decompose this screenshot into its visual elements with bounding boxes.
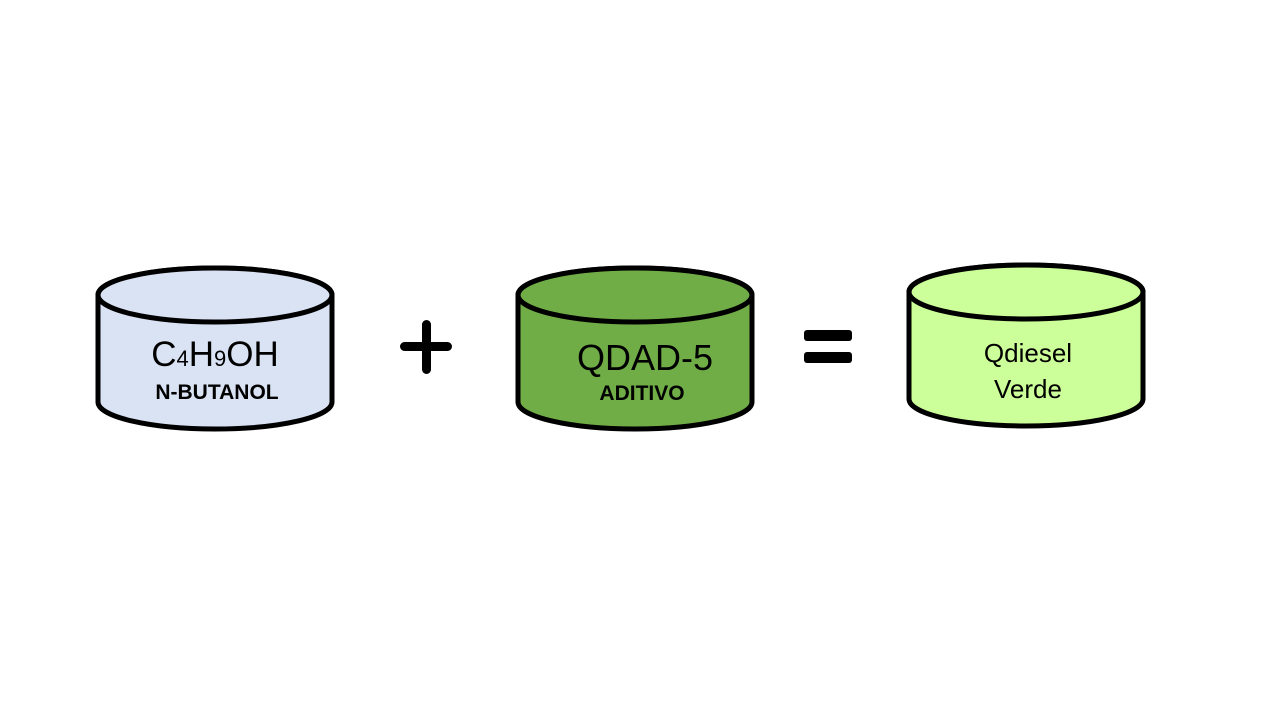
butanol-formula: C4H9OH (151, 335, 279, 374)
butanol-cylinder-shape (95, 265, 335, 432)
result-cylinder: Qdiesel Verde (906, 262, 1146, 430)
result-cylinder-top (906, 262, 1146, 322)
additive-cylinder-shape (515, 265, 755, 432)
butanol-cylinder-top (95, 265, 335, 325)
butanol-name: N-BUTANOL (155, 381, 279, 404)
equals-operator (804, 330, 852, 363)
additive-cylinder-top (515, 265, 755, 325)
result-line-2: Verde (994, 374, 1062, 404)
result-cylinder-shape (906, 262, 1146, 429)
additive-cylinder: QDAD-5 ADITIVO (515, 265, 755, 433)
butanol-cylinder: C4H9OH N-BUTANOL (95, 265, 335, 433)
result-line-1: Qdiesel (983, 338, 1073, 368)
plus-operator (400, 320, 452, 374)
additive-code: QDAD-5 (576, 337, 714, 378)
additive-name: ADITIVO (599, 382, 685, 405)
